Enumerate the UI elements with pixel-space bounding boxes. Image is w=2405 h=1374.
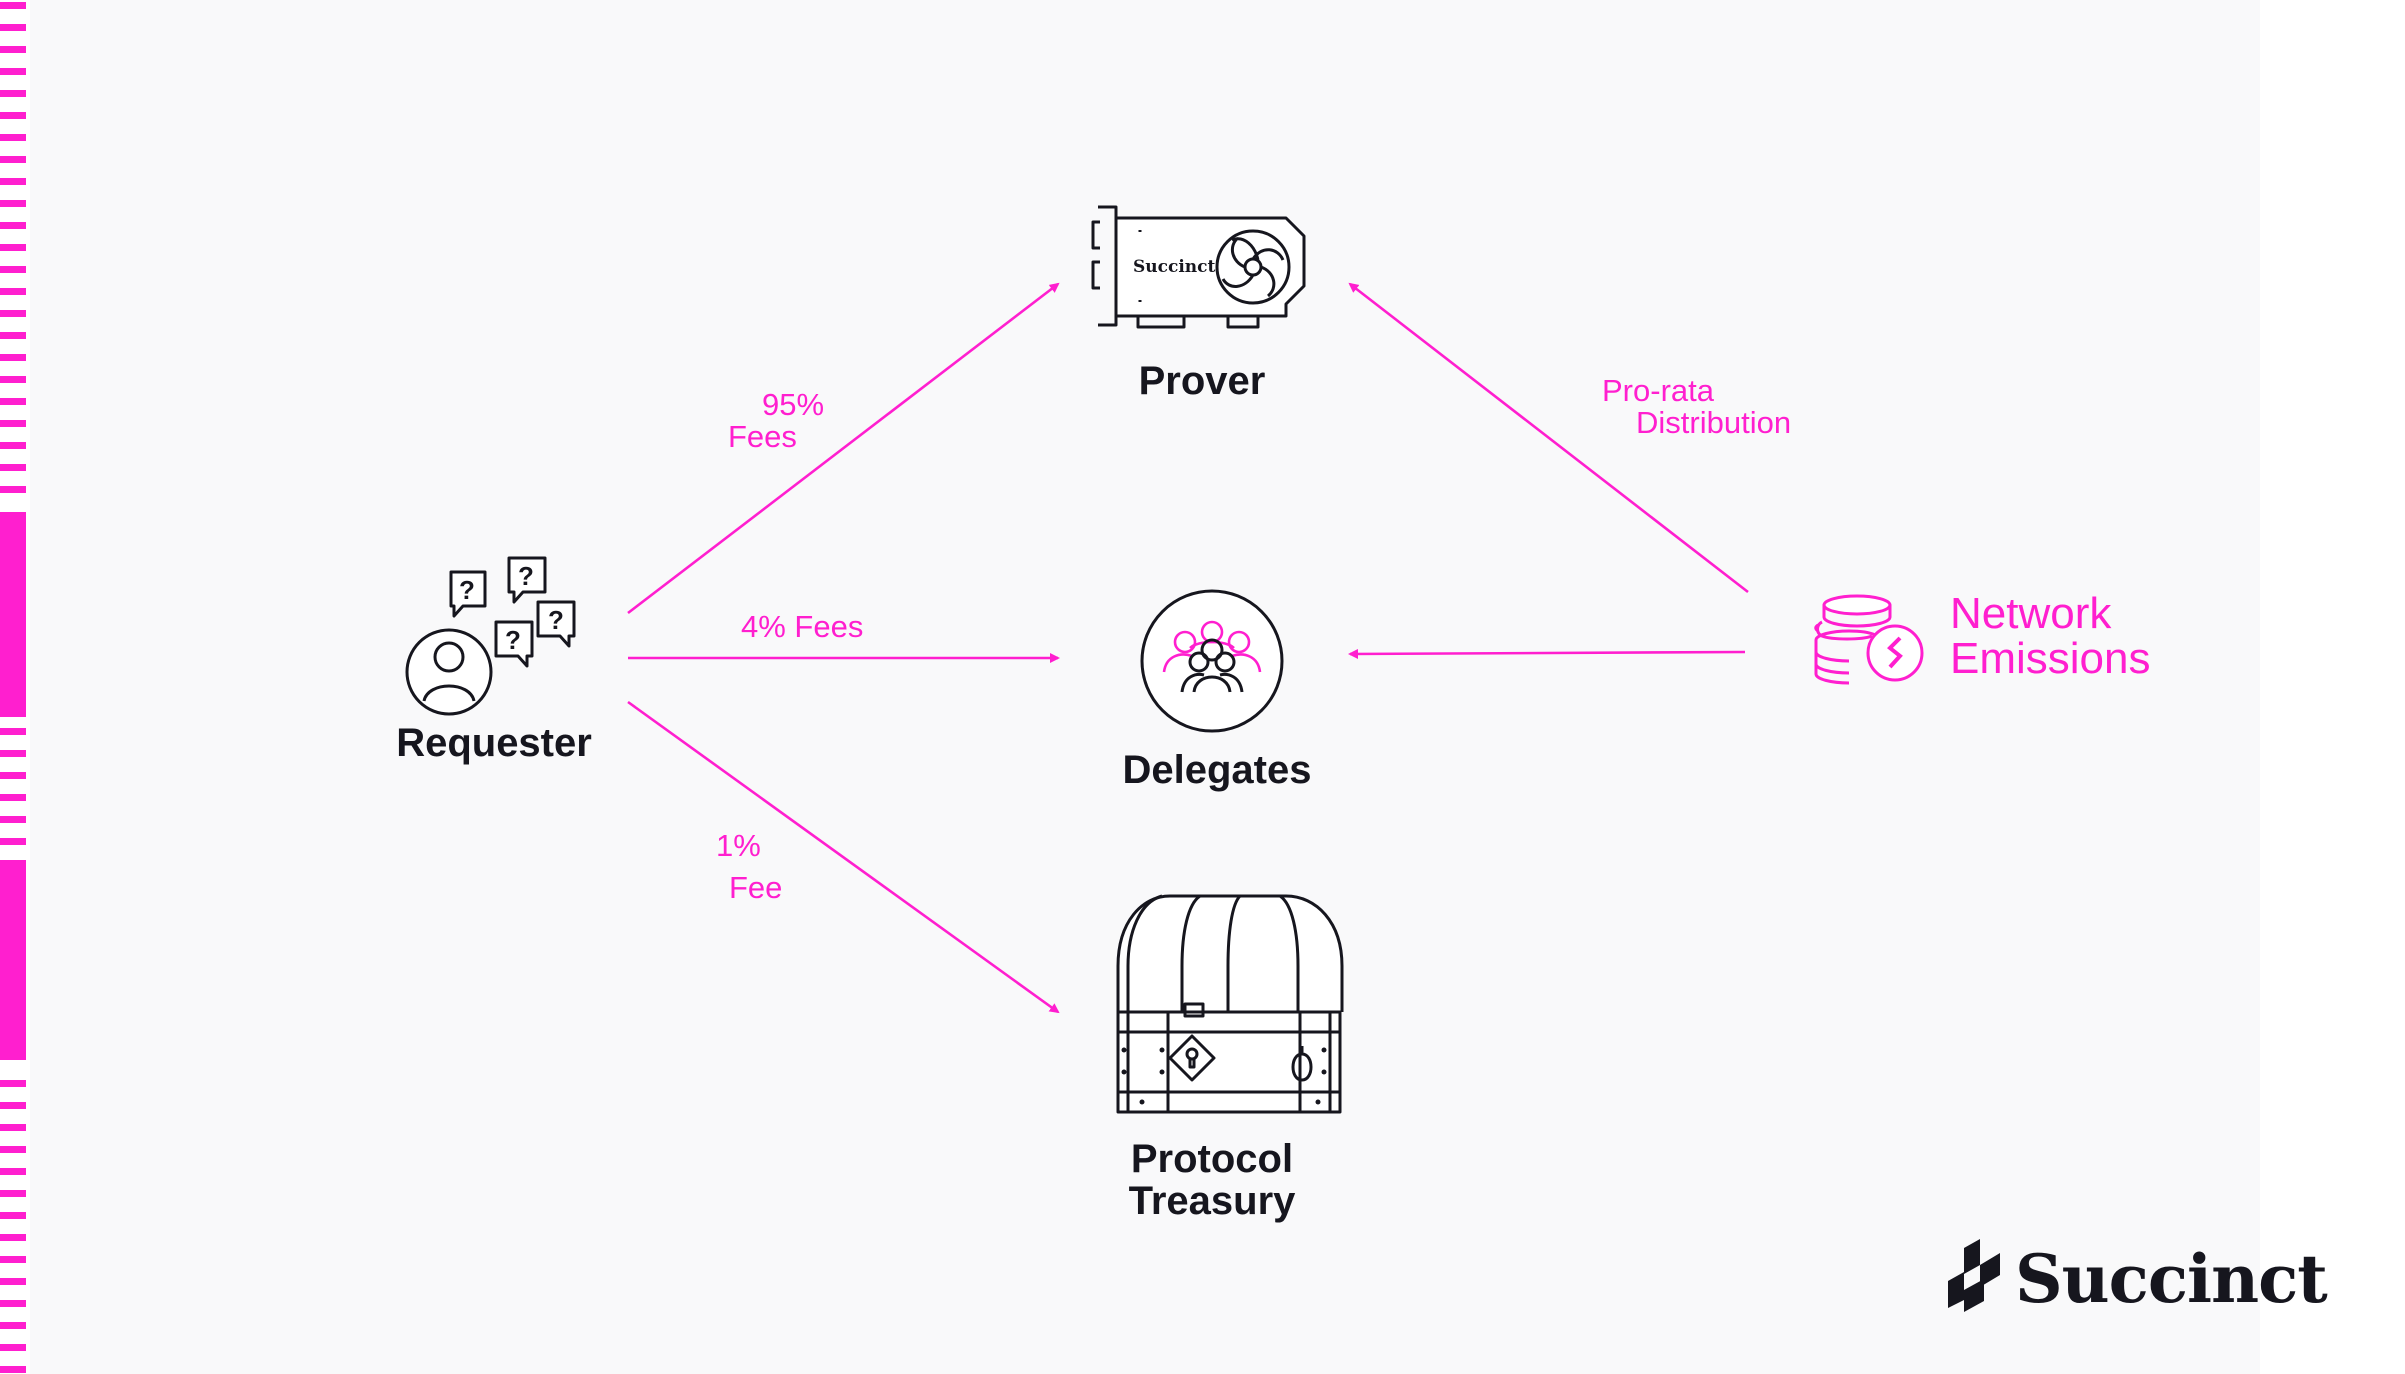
- edge-stripe: [0, 24, 26, 31]
- edge-stripe: [0, 112, 26, 119]
- edge-stripe: [0, 332, 26, 339]
- edge-stripe: [0, 728, 26, 735]
- edge-stripe: [0, 178, 26, 185]
- arrow-requester-to-prover: [627, 282, 1060, 615]
- treasury-label-line1: Protocol: [1130, 1137, 1294, 1181]
- arrow-emissions-to-prover: [1348, 282, 1749, 594]
- edge-stripe: [0, 860, 26, 1060]
- edge-stripe: [0, 420, 26, 427]
- edge-stripe: [0, 486, 26, 493]
- edge-stripe: [0, 1234, 26, 1241]
- treasury-label-line2: Treasury: [1128, 1179, 1296, 1223]
- emissions-label-line2: Emissions: [1950, 634, 2151, 683]
- succinct-logo-text: Succinct: [2015, 1240, 2328, 1318]
- edge-stripe: [0, 1300, 26, 1307]
- edge-stripe: [0, 816, 26, 823]
- edge-stripe: [0, 772, 26, 779]
- edge-stripe: [0, 1080, 26, 1087]
- gpu-card-brand: Succinct: [1133, 257, 1216, 277]
- edge-stripe: [0, 46, 26, 53]
- svg-text:?: ?: [548, 605, 564, 635]
- succinct-logo-icon: [1948, 1239, 2000, 1312]
- arrow-emissions-to-delegates: [1348, 648, 1746, 659]
- edge-stripe: [0, 794, 26, 801]
- edge-stripe: [0, 1322, 26, 1329]
- edge-stripe: [0, 222, 26, 229]
- edge-label-distribution: Distribution: [1636, 405, 1792, 440]
- svg-text:?: ?: [505, 625, 521, 655]
- treasury-chest-icon: [1116, 894, 1344, 1114]
- edge-stripe: [0, 464, 26, 471]
- edge-stripe: [0, 1146, 26, 1153]
- prover-label: Prover: [1138, 359, 1266, 403]
- edge-stripe: [0, 1190, 26, 1197]
- delegates-label: Delegates: [1122, 748, 1312, 792]
- arrow-requester-to-treasury: [627, 700, 1060, 1014]
- edge-stripe: [0, 200, 26, 207]
- edge-stripe: [0, 288, 26, 295]
- emissions-label-line1: Network: [1950, 589, 2112, 638]
- edge-stripe: [0, 354, 26, 361]
- edge-stripe: [0, 156, 26, 163]
- edge-stripe: [0, 1366, 26, 1373]
- edge-stripe: [0, 512, 26, 717]
- edge-label-prorata: Pro-rata: [1602, 373, 1714, 408]
- requester-label: Requester: [396, 721, 592, 765]
- delegates-icon: [1140, 589, 1284, 733]
- edge-label-delegates: 4% Fees: [741, 609, 864, 644]
- edge-label-treasury-fee: Fee: [729, 870, 783, 905]
- edge-stripe: [0, 134, 26, 141]
- edge-label-treasury-percent: 1%: [716, 828, 761, 863]
- edge-stripe: [0, 1344, 26, 1351]
- edge-label-prover-percent: 95%: [762, 387, 825, 422]
- edge-stripe: [0, 1278, 26, 1285]
- gpu-card-icon: [1091, 205, 1306, 329]
- edge-stripe: [0, 838, 26, 845]
- edge-stripe: [0, 68, 26, 75]
- edge-stripe: [0, 1102, 26, 1109]
- edge-stripe: [0, 244, 26, 251]
- coins-stack-icon: [1814, 594, 1924, 685]
- edge-stripe: [0, 1168, 26, 1175]
- edge-stripe: [0, 442, 26, 449]
- edge-stripe: [0, 1256, 26, 1263]
- edge-stripe: [0, 310, 26, 317]
- edge-stripe: [0, 2, 26, 9]
- svg-text:?: ?: [459, 575, 475, 605]
- svg-text:?: ?: [518, 561, 534, 591]
- edge-stripe: [0, 750, 26, 757]
- edge-label-prover-fees: Fees: [728, 419, 797, 454]
- edge-stripe: [0, 266, 26, 273]
- edge-stripe: [0, 398, 26, 405]
- edge-stripe: [0, 1212, 26, 1219]
- edge-stripe: [0, 90, 26, 97]
- requester-icon: ? ? ? ?: [405, 556, 576, 716]
- edge-stripe: [0, 376, 26, 383]
- edge-stripes-decoration: [0, 2, 26, 1373]
- edge-stripe: [0, 1124, 26, 1131]
